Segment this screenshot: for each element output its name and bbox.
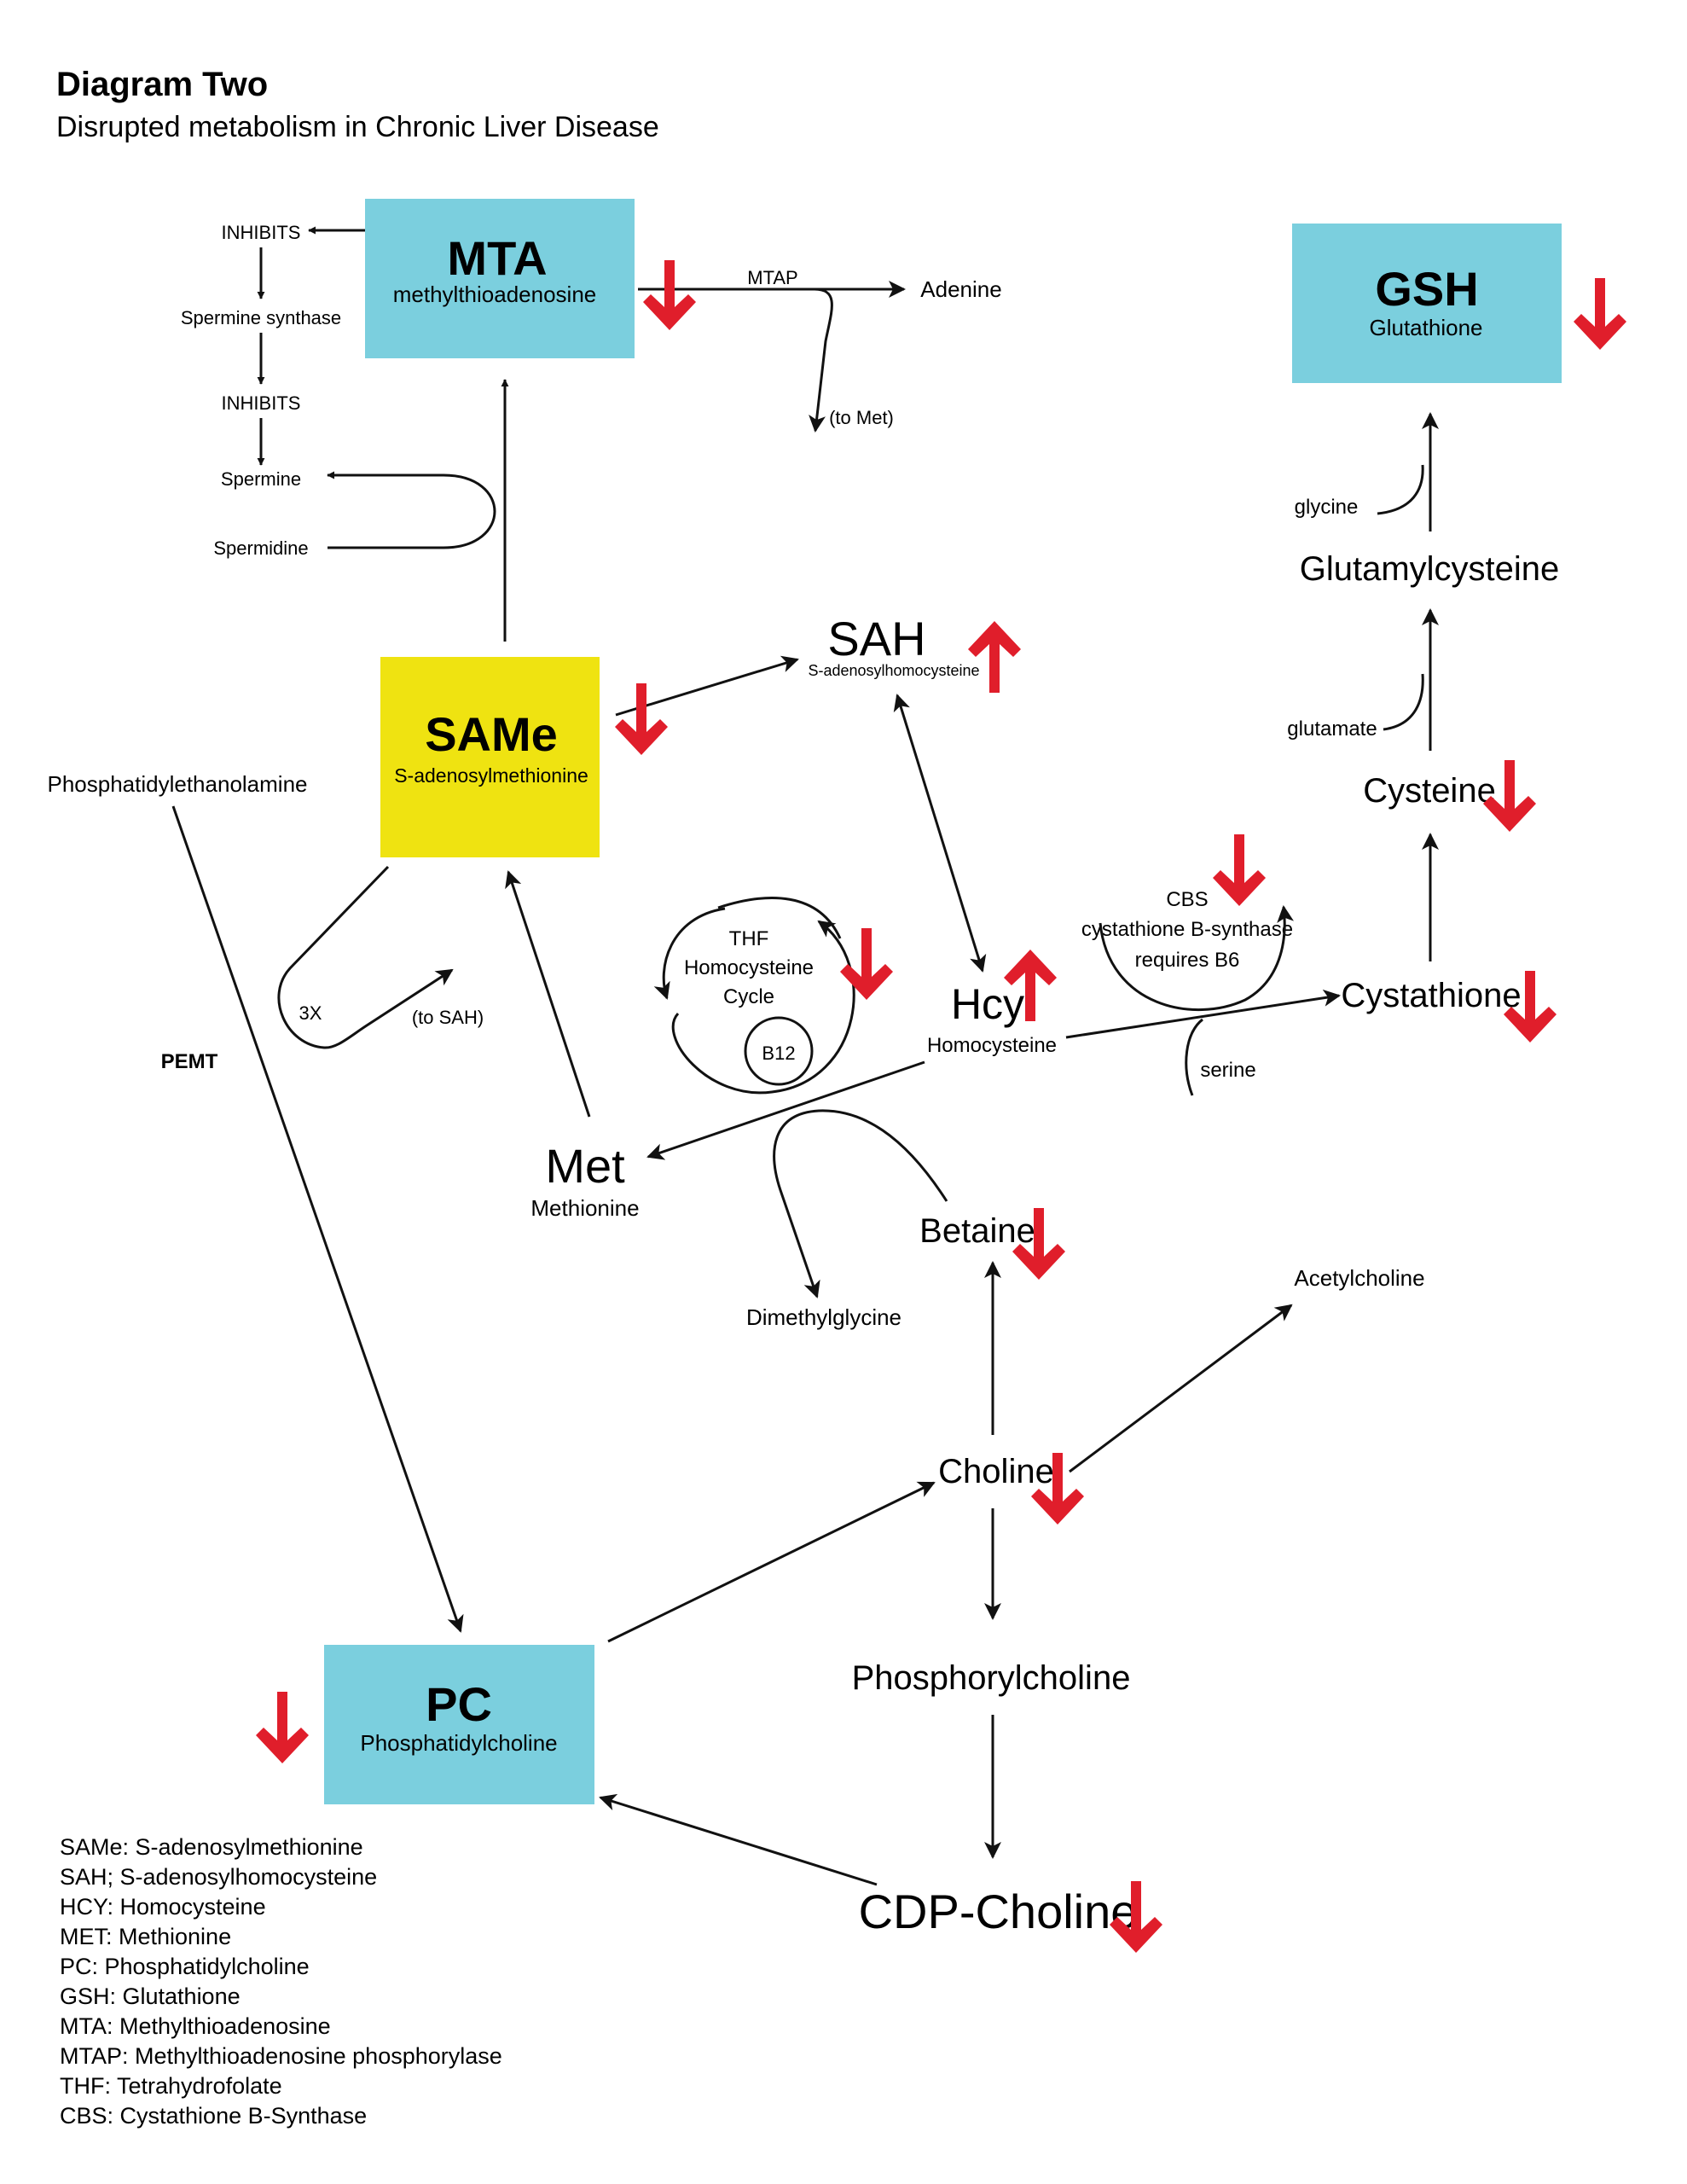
gsh-down-arrow-icon: [1574, 278, 1626, 350]
phosphatidylethanolamine-label: Phosphatidylethanolamine: [48, 771, 308, 797]
dimethylglycine-label: Dimethylglycine: [746, 1304, 901, 1330]
legend-item: SAH; S-adenosylhomocysteine: [60, 1864, 377, 1890]
same-box: SAMe S-adenosylmethionine: [380, 657, 600, 857]
spermidine-label: Spermidine: [213, 537, 308, 559]
glutamylcysteine-label: Glutamylcysteine: [1300, 550, 1560, 588]
legend-item: MTA: Methylthioadenosine: [60, 2013, 331, 2039]
gsh-box-title: GSH: [1375, 262, 1478, 316]
legend-item: MET: Methionine: [60, 1924, 231, 1949]
glutamate-label: glutamate: [1287, 717, 1377, 741]
inhibits-label-1: INHIBITS: [222, 222, 301, 243]
legend-item: CBS: Cystathione B-Synthase: [60, 2103, 367, 2129]
sah-up-arrow-icon: [968, 621, 1021, 693]
to-sah-label: (to SAH): [412, 1007, 484, 1028]
requires-b6-label: requires B6: [1135, 949, 1240, 972]
b12-label: B12: [762, 1043, 795, 1064]
pc-box: PC Phosphatidylcholine: [324, 1645, 594, 1804]
pc-down-arrow-icon: [256, 1692, 309, 1763]
legend-item: SAMe: S-adenosylmethionine: [60, 1834, 363, 1860]
thf-cycle-down-arrow-icon: [840, 928, 893, 1000]
cystathione-label: Cystathione: [1341, 977, 1521, 1014]
acetylcholine-label: Acetylcholine: [1294, 1265, 1424, 1291]
inhibits-label-2: INHIBITS: [222, 392, 301, 414]
cbs-label: CBS: [1166, 888, 1208, 911]
serine-label: serine: [1200, 1059, 1255, 1082]
three-x-label: 3X: [299, 1002, 322, 1024]
mta-down-arrow-icon: [643, 260, 696, 330]
sah-full-label: S-adenosylhomocysteine: [808, 662, 979, 679]
thf-homocysteine-label: Homocysteine: [684, 956, 814, 979]
to-met-label: (to Met): [829, 407, 894, 428]
mtap-label: MTAP: [747, 267, 797, 288]
methionine-label: Methionine: [530, 1195, 639, 1221]
met-label: Met: [545, 1139, 625, 1193]
pc-box-subtitle: Phosphatidylcholine: [360, 1730, 557, 1756]
cbs-down-arrow-icon: [1213, 834, 1266, 906]
diagram-subtitle: Disrupted metabolism in Chronic Liver Di…: [56, 111, 659, 143]
gsh-box: GSH Glutathione: [1292, 224, 1562, 383]
legend-item: PC: Phosphatidylcholine: [60, 1954, 310, 1979]
cysteine-down-arrow-icon: [1483, 760, 1536, 832]
choline-label: Choline: [938, 1453, 1054, 1490]
legend-item: THF: Tetrahydrofolate: [60, 2073, 282, 2099]
choline-down-arrow-icon: [1031, 1453, 1084, 1525]
mta-box-title: MTA: [447, 231, 547, 285]
spermine-synthase-label: Spermine synthase: [181, 307, 341, 328]
betaine-down-arrow-icon: [1012, 1208, 1065, 1280]
spermine-label: Spermine: [221, 468, 301, 490]
same-down-arrow-icon: [615, 683, 668, 755]
hcy-label: Hcy: [951, 980, 1024, 1028]
cysteine-label: Cysteine: [1363, 772, 1496, 810]
cdp-choline-down-arrow-icon: [1110, 1881, 1162, 1953]
cystathione-down-arrow-icon: [1504, 971, 1557, 1043]
mta-box-subtitle: methylthioadenosine: [393, 282, 597, 307]
glycine-label: glycine: [1295, 496, 1359, 519]
betaine-label: Betaine: [919, 1212, 1035, 1250]
diagram-title: Diagram Two: [56, 66, 268, 103]
pathway-arrows: [171, 226, 1439, 1886]
sah-label: SAH: [827, 612, 925, 665]
hcy-up-arrow-icon: [1004, 950, 1057, 1021]
thf-cycle-label: Cycle: [723, 985, 774, 1008]
pemt-label: PEMT: [161, 1050, 218, 1073]
adenine-label: Adenine: [920, 276, 1001, 302]
gsh-box-subtitle: Glutathione: [1370, 315, 1483, 340]
same-box-subtitle: S-adenosylmethionine: [394, 764, 588, 787]
thf-label: THF: [729, 927, 769, 950]
homocysteine-label: Homocysteine: [927, 1034, 1057, 1057]
pc-box-title: PC: [426, 1677, 492, 1731]
legend-item: GSH: Glutathione: [60, 1984, 241, 2009]
cbs-full-label: cystathione B-synthase: [1081, 918, 1293, 941]
mta-box: MTA methylthioadenosine: [365, 199, 635, 358]
legend-item: MTAP: Methylthioadenosine phosphorylase: [60, 2043, 502, 2069]
phosphorylcholine-label: Phosphorylcholine: [852, 1659, 1131, 1697]
cdp-choline-label: CDP-Choline: [859, 1885, 1138, 1938]
abbreviation-legend: SAMe: S-adenosylmethionine SAH; S-adenos…: [60, 1834, 502, 2129]
level-indicators: [256, 260, 1626, 1953]
same-box-title: SAMe: [425, 707, 558, 761]
legend-item: HCY: Homocysteine: [60, 1894, 266, 1920]
